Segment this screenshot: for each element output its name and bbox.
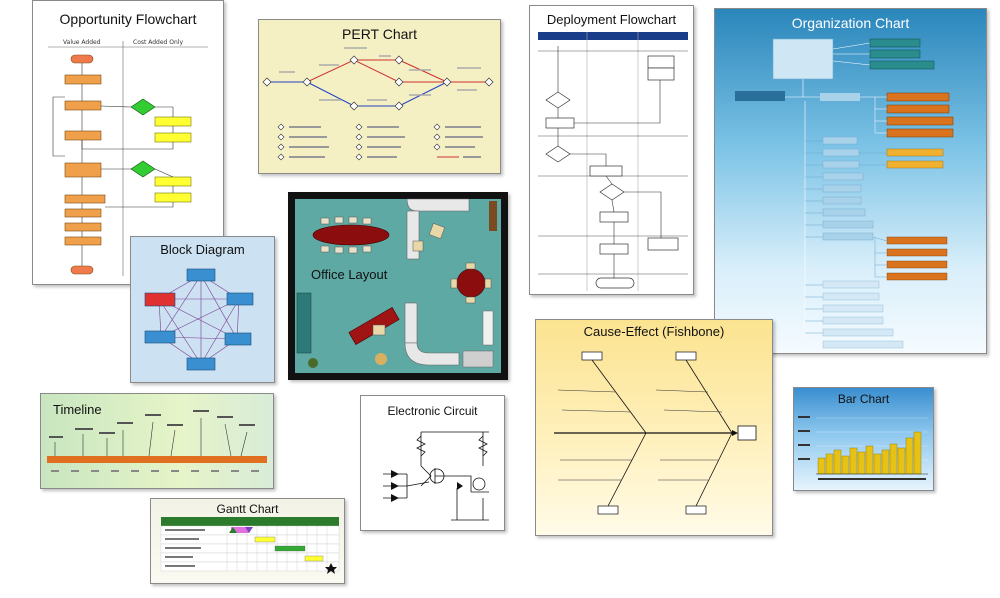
block-diagram-drawing xyxy=(144,268,254,371)
bar-chart-card[interactable]: Bar Chart xyxy=(793,387,934,491)
cause-effect-title: Cause-Effect (Fishbone) xyxy=(583,324,725,339)
opportunity-flowchart-card[interactable]: Opportunity Flowchart Value Added Cost A… xyxy=(32,0,224,285)
block-diagram-title: Block Diagram xyxy=(160,242,245,257)
electronic-circuit-title: Electronic Circuit xyxy=(387,404,478,418)
pert-chart-card[interactable]: PERT Chart xyxy=(258,19,501,174)
timeline-card[interactable]: Timeline xyxy=(40,393,274,489)
gantt-drawing xyxy=(160,517,340,574)
office-layout-drawing xyxy=(296,198,497,368)
timeline-drawing xyxy=(47,410,267,472)
organization-chart-title: Organization Chart xyxy=(791,15,910,31)
cost-added-header: Cost Added Only xyxy=(133,39,184,46)
circuit-drawing xyxy=(383,431,489,521)
deployment-flowchart-title: Deployment Flowchart xyxy=(546,12,677,27)
bar-chart-drawing xyxy=(798,416,928,480)
gantt-chart-card[interactable]: Gantt Chart xyxy=(150,498,345,584)
bar-chart-title: Bar Chart xyxy=(837,392,890,406)
office-layout-title: Office Layout xyxy=(311,267,388,282)
opportunity-flowchart-drawing xyxy=(48,41,208,276)
timeline-title: Timeline xyxy=(53,402,102,417)
cause-effect-card[interactable]: Cause-Effect (Fishbone) xyxy=(535,319,773,536)
pert-chart-drawing xyxy=(262,47,494,161)
gantt-chart-title: Gantt Chart xyxy=(216,502,279,516)
block-diagram-card[interactable]: Block Diagram xyxy=(130,236,275,383)
office-layout-card[interactable]: Office Layout xyxy=(288,192,508,380)
organization-chart-card[interactable]: Organization Chart xyxy=(714,8,987,354)
electronic-circuit-card[interactable]: Electronic Circuit xyxy=(360,395,505,531)
organization-chart-drawing xyxy=(735,38,954,349)
fishbone-drawing xyxy=(554,351,757,515)
deployment-flowchart-drawing xyxy=(538,32,688,291)
value-added-header: Value Added xyxy=(63,39,101,46)
opportunity-flowchart-title: Opportunity Flowchart xyxy=(59,11,197,27)
pert-chart-title: PERT Chart xyxy=(342,26,417,42)
deployment-flowchart-card[interactable]: Deployment Flowchart xyxy=(529,5,694,295)
